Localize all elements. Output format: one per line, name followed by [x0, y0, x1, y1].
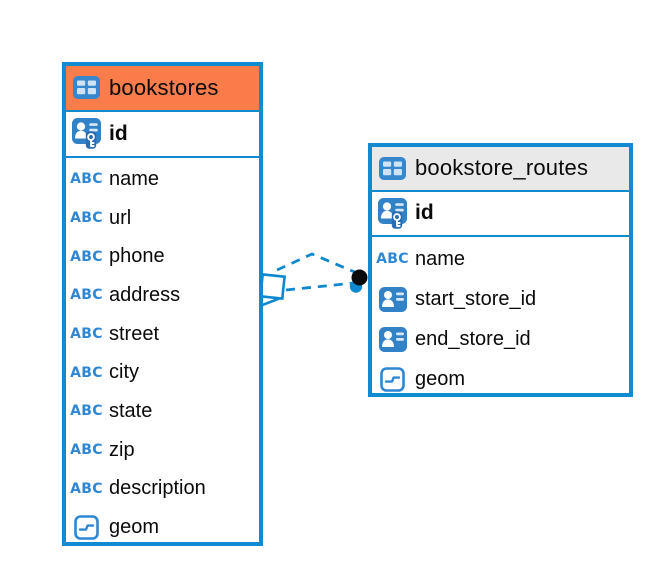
table-title: bookstore_routes	[415, 155, 589, 181]
table-bookstores[interactable]: bookstores id ABC name ABC url ABC phone…	[62, 62, 263, 546]
one-end-marker[interactable]	[349, 269, 368, 293]
table-bookstore-routes[interactable]: bookstore_routes id ABC name start_store…	[368, 143, 633, 397]
column-name: city	[109, 361, 139, 384]
text-type-icon: ABC	[70, 248, 103, 265]
table-title: bookstores	[109, 74, 219, 100]
column-row-city[interactable]: ABC city	[66, 353, 259, 392]
column-row-geom[interactable]: geom	[66, 508, 259, 547]
column-name: state	[109, 399, 153, 422]
column-name: geom	[415, 367, 466, 390]
column-name: phone	[109, 245, 165, 268]
column-row-id[interactable]: id	[372, 192, 629, 237]
column-row-street[interactable]: ABC street	[66, 315, 259, 354]
text-type-icon: ABC	[70, 326, 103, 343]
column-name: address	[109, 283, 181, 306]
relationship-line-upper[interactable]	[276, 252, 358, 275]
column-name: zip	[109, 438, 135, 461]
column-name: id	[109, 121, 128, 145]
relationship-line-lower[interactable]	[285, 281, 355, 292]
column-row-state[interactable]: ABC state	[66, 392, 259, 431]
column-row-start_store_id[interactable]: start_store_id	[372, 279, 629, 319]
text-type-icon: ABC	[70, 364, 103, 381]
column-name: geom	[109, 516, 160, 539]
reference-type-icon	[377, 326, 408, 352]
column-row-address[interactable]: ABC address	[66, 276, 259, 315]
column-name: end_store_id	[415, 327, 531, 350]
primary-key-icon	[71, 118, 102, 150]
column-name: description	[109, 477, 206, 500]
text-type-icon: ABC	[70, 480, 103, 497]
column-row-geom[interactable]: geom	[372, 359, 629, 399]
column-name: name	[109, 167, 160, 190]
text-type-icon: ABC	[70, 210, 103, 227]
column-row-description[interactable]: ABC description	[66, 470, 259, 509]
geometry-type-icon	[71, 515, 102, 540]
column-name: name	[415, 247, 466, 270]
reference-type-icon	[377, 286, 408, 312]
column-name: street	[109, 322, 160, 345]
column-row-name[interactable]: ABC name	[372, 239, 629, 279]
column-row-name[interactable]: ABC name	[66, 160, 259, 199]
column-name: url	[109, 206, 132, 229]
column-list: ABC name start_store_id end_store_id geo…	[372, 237, 629, 399]
text-type-icon: ABC	[70, 403, 103, 420]
text-type-icon: ABC	[70, 442, 103, 459]
table-icon	[378, 156, 406, 180]
column-row-id[interactable]: id	[66, 112, 259, 158]
column-row-end_store_id[interactable]: end_store_id	[372, 319, 629, 359]
text-type-icon: ABC	[70, 171, 103, 188]
column-row-zip[interactable]: ABC zip	[66, 431, 259, 470]
column-row-url[interactable]: ABC url	[66, 199, 259, 238]
column-row-phone[interactable]: ABC phone	[66, 237, 259, 276]
text-type-icon: ABC	[70, 287, 103, 304]
text-type-icon: ABC	[376, 251, 409, 267]
column-list: ABC name ABC url ABC phone ABC address A…	[66, 158, 259, 547]
primary-key-icon	[377, 197, 408, 229]
table-icon	[72, 76, 100, 100]
column-name: start_store_id	[415, 287, 537, 310]
table-header[interactable]: bookstore_routes	[372, 147, 629, 192]
geometry-type-icon	[377, 366, 408, 392]
column-name: id	[415, 201, 434, 225]
table-header[interactable]: bookstores	[66, 66, 259, 112]
